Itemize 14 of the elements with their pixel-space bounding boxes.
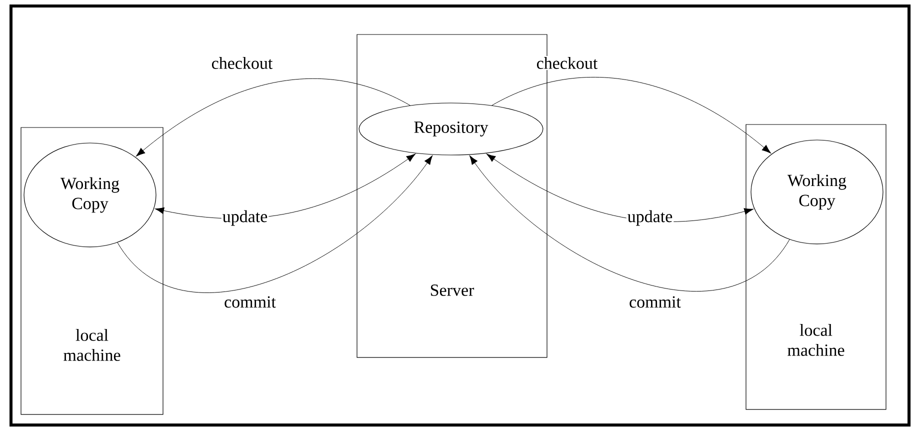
arrow: [136, 78, 410, 156]
ellipse-node: Working Copy: [750, 140, 884, 244]
ellipse-node: Working Copy: [24, 142, 156, 248]
edge-label: commit: [223, 295, 277, 309]
edge-label: checkout: [210, 56, 274, 70]
edge-label: update: [626, 209, 674, 227]
arrow: [117, 155, 433, 293]
edge-label: commit: [628, 295, 682, 309]
edge-label: update: [221, 209, 269, 227]
arrow: [486, 154, 754, 222]
edge-label: checkout: [535, 56, 599, 70]
arrow: [469, 155, 790, 292]
ellipse-node: Repository: [358, 102, 544, 156]
arrow: [492, 77, 771, 154]
